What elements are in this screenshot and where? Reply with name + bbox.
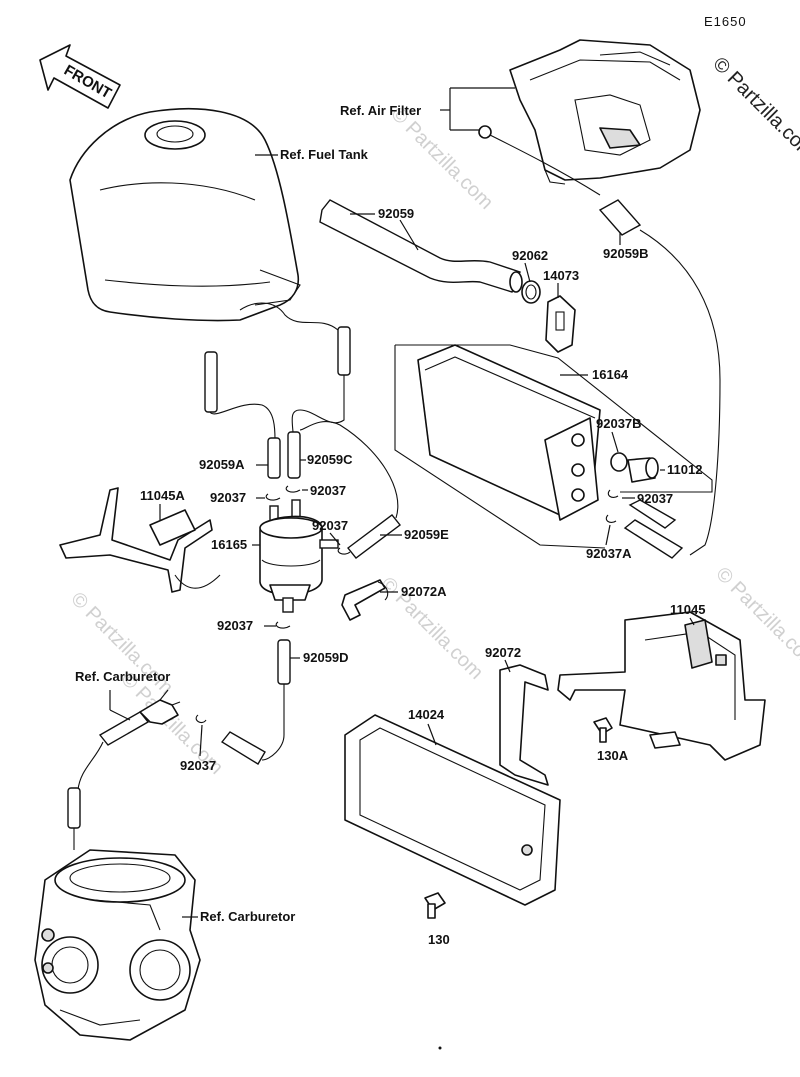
ref-carburetor-top-label: Ref. Carburetor: [75, 669, 170, 684]
hose-lower-segment: [220, 731, 266, 765]
part-92059C: 92059C: [307, 452, 353, 467]
clip-92037-a: [265, 493, 281, 501]
part-92059D: 92059D: [303, 650, 349, 665]
diagram-code: E1650: [704, 14, 747, 29]
part-92037-a: 92037: [210, 490, 246, 505]
part-130: 130: [428, 932, 450, 947]
carburetor-body: [34, 849, 201, 1041]
part-11045: 11045: [670, 602, 705, 617]
carburetor-fitting: [67, 689, 181, 850]
part-16165: 16165: [211, 537, 247, 552]
dot: [438, 1046, 442, 1050]
hose-short-right: [623, 499, 684, 559]
clip-92037-b: [285, 485, 301, 493]
clip-92037-right: [607, 489, 619, 498]
clip-92037-d: [275, 621, 291, 629]
watermark-corner: © Partzilla.com: [708, 53, 800, 164]
part-14073: 14073: [543, 268, 579, 283]
hose-92059B: [598, 199, 642, 236]
fuel-pump-16165: [259, 499, 339, 613]
ref-air-filter-label: Ref. Air Filter: [340, 103, 421, 118]
clip-92037B: [610, 452, 628, 472]
part-130A: 130A: [597, 748, 629, 763]
part-92059A: 92059A: [199, 457, 245, 472]
clip-92037-c: [337, 547, 351, 555]
part-92059: 92059: [378, 206, 414, 221]
front-arrow-icon: FRONT: [39, 44, 121, 109]
hose-92059A: [267, 437, 281, 479]
hose-92059C: [287, 431, 301, 479]
clip-92037-e: [195, 714, 207, 724]
part-92072: 92072: [485, 645, 521, 660]
hose-92059D: [261, 639, 291, 761]
part-92037-c: 92037: [312, 518, 348, 533]
clamp-92072A: [341, 579, 389, 621]
part-92037-b: 92037: [310, 483, 346, 498]
clamp-92072: [499, 664, 549, 786]
part-11012: 11012: [667, 462, 702, 477]
part-11045A: 11045A: [140, 488, 185, 503]
canister-16164: [417, 344, 601, 521]
bracket-14073: [545, 295, 576, 353]
part-14024: 14024: [408, 707, 445, 722]
bolt-130A: [593, 717, 613, 743]
hose-92059E: [299, 421, 401, 559]
part-92072A: 92072A: [401, 584, 447, 599]
clip-92037A: [605, 514, 617, 523]
ref-carburetor-bottom-label: Ref. Carburetor: [200, 909, 295, 924]
part-92062: 92062: [512, 248, 548, 263]
bracket-11045: [557, 611, 766, 761]
cover-14024: [344, 714, 561, 906]
part-92037-right: 92037: [637, 491, 673, 506]
fuel-tank: [69, 107, 301, 322]
watermark-text: © Partzilla.com: [386, 103, 497, 214]
part-92059B: 92059B: [603, 246, 649, 261]
part-92037A: 92037A: [586, 546, 632, 561]
part-92037B: 92037B: [596, 416, 642, 431]
clamp-92062: [521, 280, 541, 304]
bolt-130: [424, 892, 446, 919]
cap-11012: [627, 457, 659, 483]
bracket-11045A: [59, 487, 221, 593]
ref-fuel-tank-label: Ref. Fuel Tank: [280, 147, 369, 162]
part-92037-d: 92037: [217, 618, 253, 633]
part-92037-e: 92037: [180, 758, 216, 773]
part-92059E: 92059E: [404, 527, 449, 542]
air-filter-housing: [478, 39, 701, 185]
tank-outlet-hoses: [204, 302, 351, 441]
hose-92059: [319, 199, 523, 293]
part-16164: 16164: [592, 367, 629, 382]
